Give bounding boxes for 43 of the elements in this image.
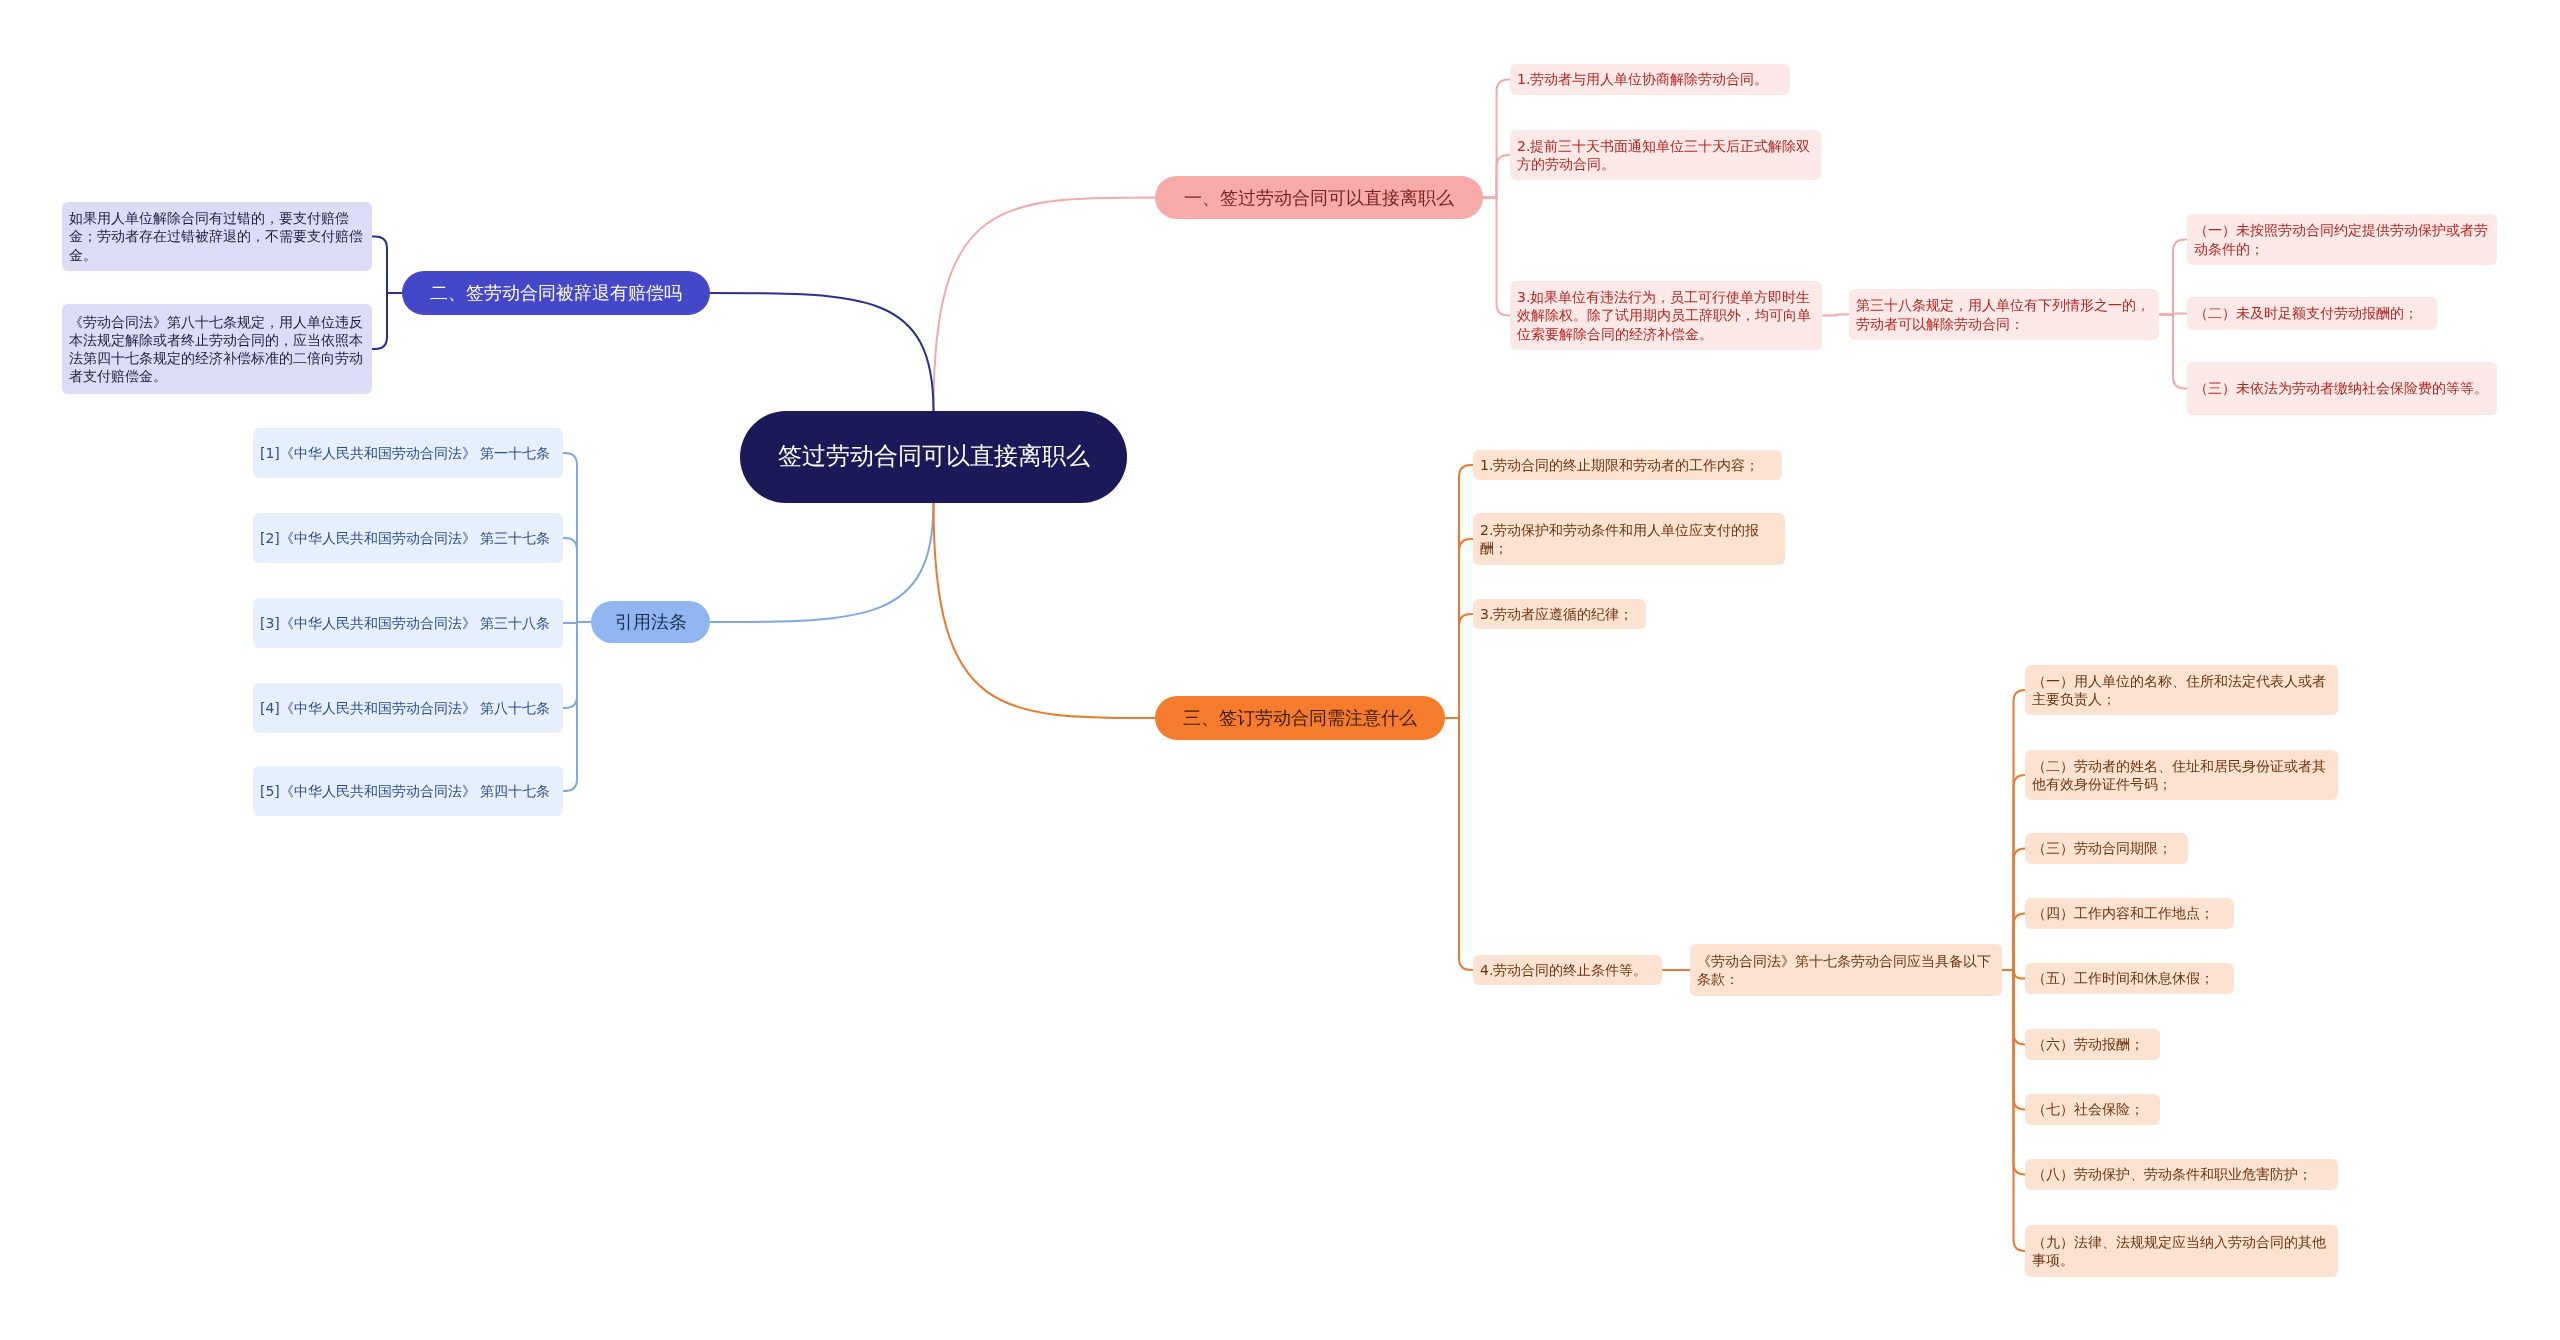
subtopic-box: （五）工作时间和休息休假； bbox=[2025, 963, 2234, 994]
subtopic-box: 第三十八条规定，用人单位有下列情形之一的，劳动者可以解除劳动合同： bbox=[1849, 289, 2159, 340]
subtopic-box: （九）法律、法规规定应当纳入劳动合同的其他事项。 bbox=[2025, 1225, 2338, 1277]
subtopic-box: 1.劳动合同的终止期限和劳动者的工作内容； bbox=[1473, 450, 1782, 480]
connector-line bbox=[1821, 313, 1850, 317]
connector-line bbox=[2001, 969, 2026, 1252]
subtopic-box: 4.劳动合同的终止条件等。 bbox=[1473, 955, 1662, 985]
subtopic-box: 3.劳动者应遵循的纪律； bbox=[1473, 599, 1646, 629]
connector-line bbox=[709, 502, 935, 623]
subtopic-box: （六）劳动报酬； bbox=[2025, 1029, 2160, 1060]
subtopic-box: 2.提前三十天书面通知单位三十天后正式解除双方的劳动合同。 bbox=[1510, 130, 1821, 180]
connector-line bbox=[1661, 969, 1691, 971]
subtopic-box: 1.劳动者与用人单位协商解除劳动合同。 bbox=[1510, 64, 1790, 95]
subtopic-box: [3]《中华人民共和国劳动合同法》 第三十八条 bbox=[253, 598, 563, 648]
subtopic-box: （四）工作内容和工作地点； bbox=[2025, 898, 2234, 929]
branch-topic: 三、签订劳动合同需注意什么 bbox=[1155, 696, 1445, 740]
subtopic-box: （七）社会保险； bbox=[2025, 1094, 2160, 1125]
subtopic-box: （三）未依法为劳动者缴纳社会保险费的等等。 bbox=[2187, 362, 2497, 415]
subtopic-box: （二）劳动者的姓名、住址和居民身份证或者其他有效身份证件号码； bbox=[2025, 750, 2338, 800]
central-topic: 签过劳动合同可以直接离职么 bbox=[740, 411, 1127, 503]
subtopic-box: 3.如果单位有违法行为，员工可行使单方即时生效解除权。除了试用期内员工辞职外，均可向单位索要解除合同的经济补偿金。 bbox=[1510, 281, 1822, 350]
subtopic-box: 2.劳动保护和劳动条件和用人单位应支付的报酬； bbox=[1473, 513, 1785, 565]
connector-line bbox=[709, 292, 935, 412]
subtopic-box: （二）未及时足额支付劳动报酬的； bbox=[2187, 297, 2437, 330]
subtopic-box: [1]《中华人民共和国劳动合同法》 第一十七条 bbox=[253, 428, 563, 478]
subtopic-box: 如果用人单位解除合同有过错的，要支付赔偿金；劳动者存在过错被辞退的，不需要支付赔偿金。 bbox=[62, 202, 372, 271]
subtopic-box: [4]《中华人民共和国劳动合同法》 第八十七条 bbox=[253, 683, 563, 733]
branch-topic: 二、签劳动合同被辞退有赔偿吗 bbox=[402, 271, 710, 315]
connector-line bbox=[932, 502, 1156, 719]
subtopic-box: （一）未按照劳动合同约定提供劳动保护或者劳动条件的； bbox=[2187, 214, 2497, 265]
subtopic-box: [2]《中华人民共和国劳动合同法》 第三十七条 bbox=[253, 513, 563, 563]
connector-line bbox=[2158, 313, 2188, 390]
branch-topic: 引用法条 bbox=[591, 601, 710, 643]
subtopic-box: [5]《中华人民共和国劳动合同法》 第四十七条 bbox=[253, 766, 563, 816]
subtopic-box: 《劳动合同法》第八十七条规定，用人单位违反本法规定解除或者终止劳动合同的，应当依照本法第四十七条规定的经济补偿标准的二倍向劳动者支付赔偿金。 bbox=[62, 304, 372, 394]
connector-line bbox=[932, 196, 1156, 412]
subtopic-box: （八）劳动保护、劳动条件和职业危害防护； bbox=[2025, 1159, 2338, 1190]
subtopic-box: （一）用人单位的名称、住所和法定代表人或者主要负责人； bbox=[2025, 665, 2338, 715]
subtopic-box: 《劳动合同法》第十七条劳动合同应当具备以下条款： bbox=[1690, 944, 2002, 996]
branch-topic: 一、签过劳动合同可以直接离职么 bbox=[1155, 176, 1483, 219]
subtopic-box: （三）劳动合同期限； bbox=[2025, 833, 2188, 864]
connector-line bbox=[1482, 196, 1511, 317]
connector-line bbox=[371, 292, 403, 350]
